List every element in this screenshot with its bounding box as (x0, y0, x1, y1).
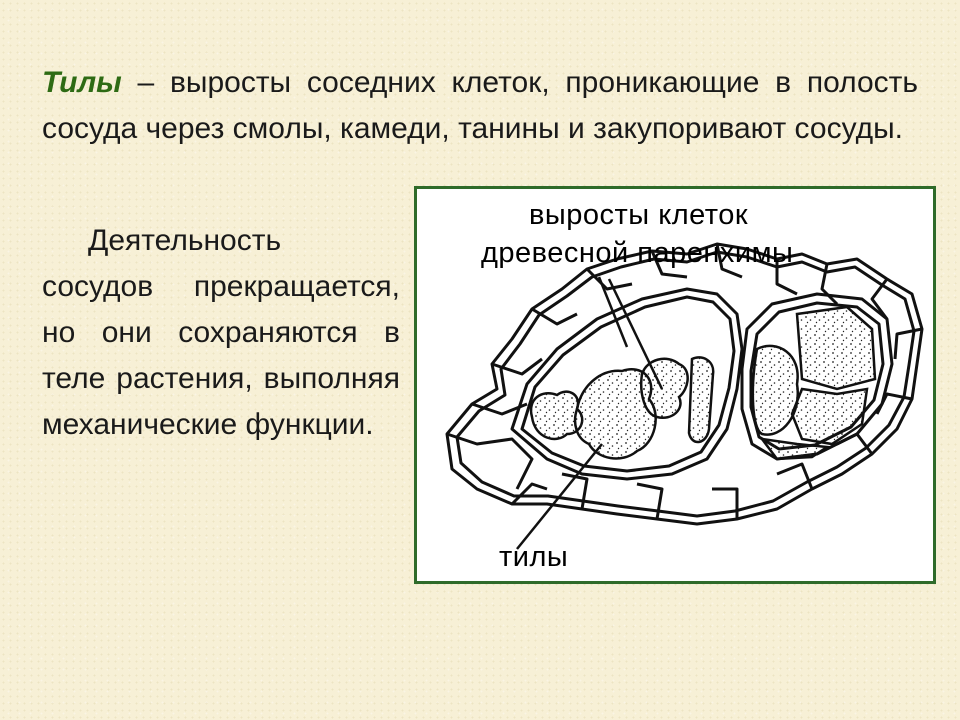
term-tyloses: Тилы (42, 66, 122, 99)
label-parenchyma-outgrowths-line2: древесной паренхимы (481, 237, 794, 269)
cell-drawing (445, 242, 924, 550)
label-tyloses: тилы (499, 541, 569, 573)
tyloses-illustration: выросты клеток древесной паренхимы тилы (414, 186, 936, 584)
definition-paragraph: Тилы – выросты соседних клеток, проникаю… (42, 60, 918, 152)
definition-text: – выросты соседних клеток, проникающие в… (42, 66, 918, 145)
label-parenchyma-outgrowths-line1: выросты клеток (529, 199, 749, 231)
function-paragraph: Деятельность сосудов прекращается, но он… (42, 224, 400, 441)
